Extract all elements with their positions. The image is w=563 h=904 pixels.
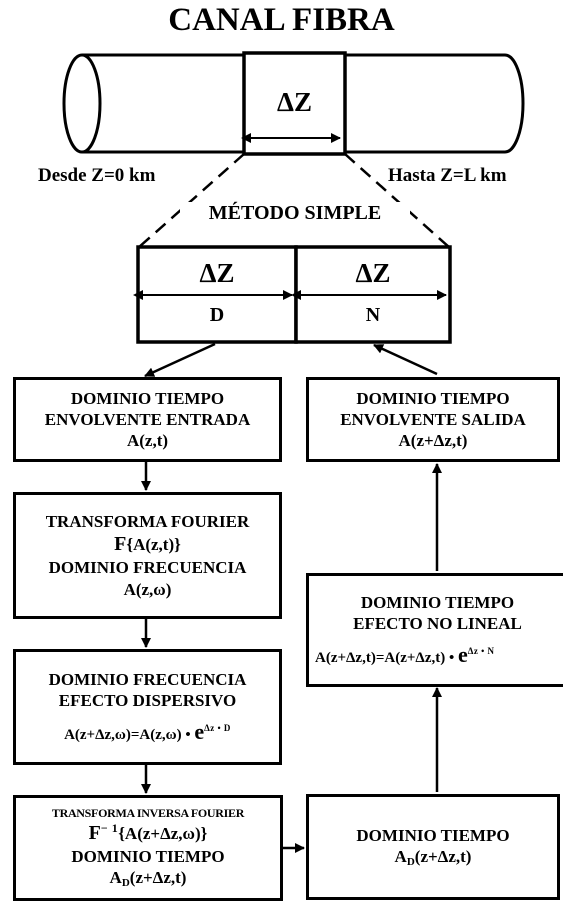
- fiber-to-label: Hasta Z=L km: [388, 165, 507, 186]
- box-dispersive-line1: DOMINIO FRECUENCIA: [48, 670, 247, 689]
- box-nonlinear-line2: EFECTO NO LINEAL: [353, 614, 522, 634]
- box-fourier-line3: DOMINIO FRECUENCIA: [48, 558, 247, 578]
- inverse-result-sub: D: [121, 876, 130, 889]
- time-result-sub: D: [406, 855, 415, 868]
- box-fourier-op-line: F{A(z,t)}: [114, 532, 181, 557]
- method-d-letter: D: [209, 304, 225, 326]
- box-fourier-transform: TRANSFORMA FOURIER F{A(z,t)} DOMINIO FRE…: [13, 492, 282, 619]
- box-output-line3: A(z+Δz,t): [398, 431, 468, 451]
- box-time-line1: DOMINIO TIEMPO: [356, 825, 510, 845]
- box-dispersive-effect: DOMINIO FRECUENCIA EFECTO DISPERSIVO A(z…: [13, 649, 282, 765]
- inverse-result-main: A: [109, 867, 122, 887]
- fiber-delta-label: ΔZ: [277, 87, 312, 117]
- method-label: MÉTODO SIMPLE: [180, 202, 410, 225]
- box-output-line1: DOMINIO TIEMPO: [356, 388, 510, 408]
- box-input-line2: ENVOLVENTE ENTRADA: [44, 409, 251, 429]
- box-inverse-result: AD(z+Δz,t): [110, 867, 187, 891]
- box-dispersive-equation: A(z+Δz,ω)=A(z,ω) • eΔz • D: [64, 718, 231, 746]
- fourier-argument: {A(z,t)}: [126, 535, 181, 555]
- box-nonlinear-effect: DOMINIO TIEMPO EFECTO NO LINEAL A(z+Δz,t…: [306, 573, 563, 687]
- dispersive-eq-text: A(z+Δz,ω)=A(z,ω) •: [64, 726, 191, 743]
- time-result-rest: (z+Δz,t): [414, 846, 472, 866]
- nonlinear-eq-text: A(z+Δz,t)=A(z+Δz,t) •: [315, 649, 455, 666]
- box-fourier-line4: A(z,ω): [123, 579, 172, 599]
- dispersive-exponent: Δz • D: [204, 722, 231, 733]
- method-n-delta: ΔZ: [355, 258, 391, 288]
- box-nonlinear-line1: DOMINIO TIEMPO: [360, 593, 515, 612]
- time-result-main: A: [394, 846, 407, 866]
- fiber-from-label: Desde Z=0 km: [38, 165, 156, 186]
- fiber-cylinder: [62, 53, 525, 154]
- box-inverse-fourier: TRANSFORMA INVERSA FOURIER F− 1{A(z+Δz,ω…: [13, 795, 283, 901]
- fourier-operator: F: [114, 533, 127, 556]
- box-inverse-line1: TRANSFORMA INVERSA FOURIER: [51, 805, 245, 820]
- inverse-argument: {A(z+Δz,ω)}: [118, 823, 208, 843]
- box-inverse-line3: DOMINIO TIEMPO: [71, 846, 225, 866]
- inverse-result-rest: (z+Δz,t): [129, 867, 187, 887]
- box-time-result: AD(z+Δz,t): [395, 846, 472, 870]
- box-dispersive-line2: EFECTO DISPERSIVO: [58, 691, 237, 711]
- box-input-envelope: DOMINIO TIEMPO ENVOLVENTE ENTRADA A(z,t): [13, 377, 282, 462]
- dispersive-exp-base: e: [194, 718, 205, 744]
- projection-lines: [137, 153, 451, 249]
- diagram-title: CANAL FIBRA: [168, 2, 395, 38]
- nonlinear-exponent: Δz • N: [467, 645, 495, 656]
- nonlinear-exp-base: e: [457, 641, 468, 667]
- box-inverse-op-line: F− 1{A(z+Δz,ω)}: [89, 821, 208, 846]
- arrow-output-to-n: [373, 343, 438, 376]
- box-time-domain: DOMINIO TIEMPO AD(z+Δz,t): [306, 794, 560, 900]
- box-output-envelope: DOMINIO TIEMPO ENVOLVENTE SALIDA A(z+Δz,…: [306, 377, 560, 462]
- method-n-letter: N: [365, 304, 381, 326]
- box-fourier-line1: TRANSFORMA FOURIER: [45, 512, 250, 532]
- method-d-delta: ΔZ: [199, 258, 235, 288]
- arrow-d-to-input: [144, 342, 216, 378]
- box-input-line3: A(z,t): [126, 431, 169, 451]
- box-output-line2: ENVOLVENTE SALIDA: [340, 409, 526, 429]
- inverse-operator: F: [88, 821, 101, 844]
- box-input-line1: DOMINIO TIEMPO: [70, 388, 225, 408]
- box-nonlinear-equation: A(z+Δz,t)=A(z+Δz,t) • eΔz • N: [309, 641, 495, 669]
- inverse-operator-exp: − 1: [100, 820, 119, 835]
